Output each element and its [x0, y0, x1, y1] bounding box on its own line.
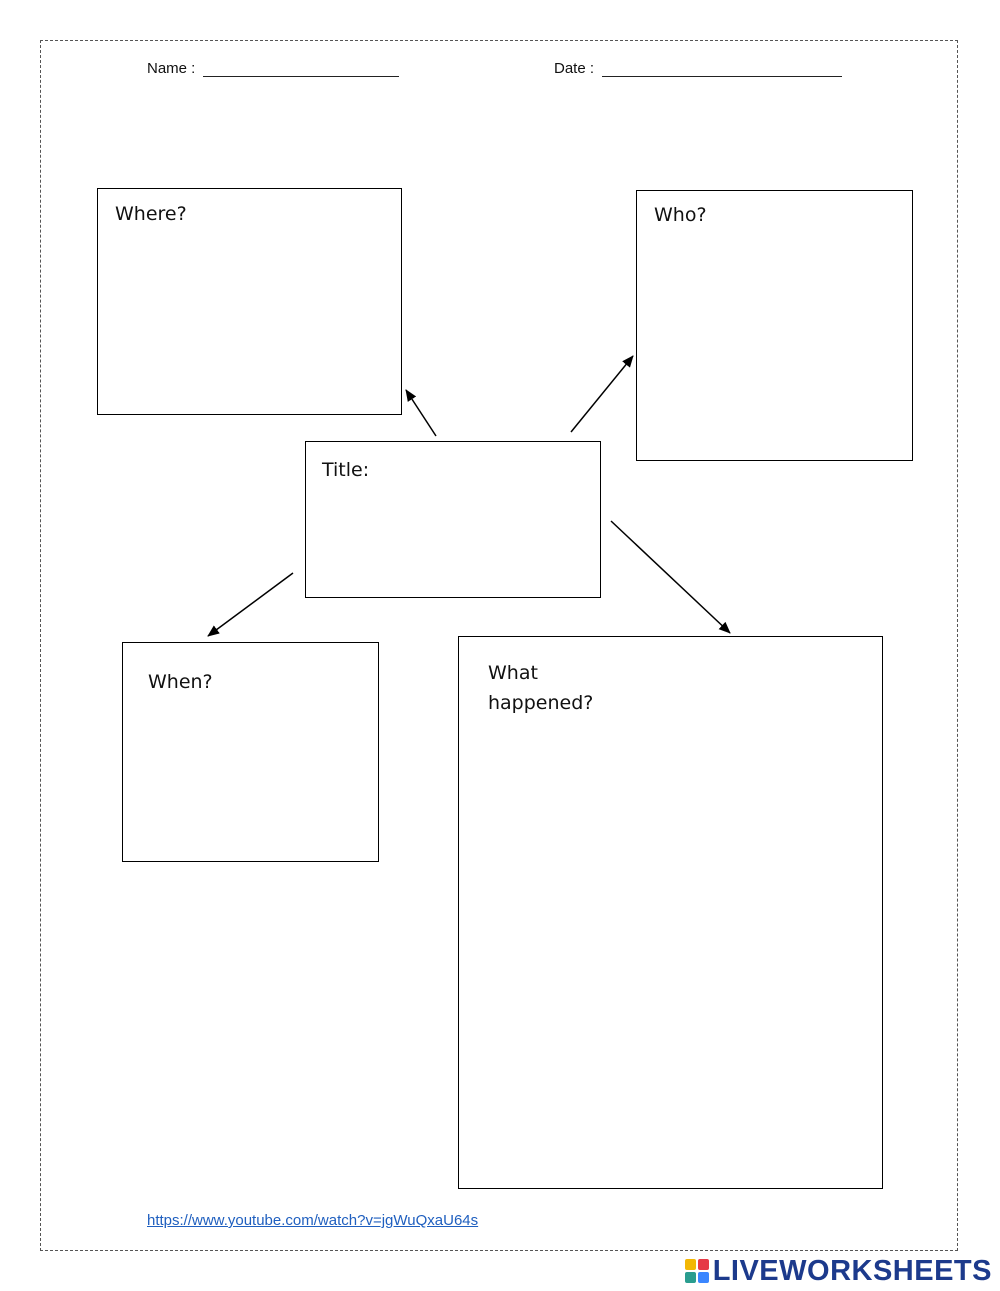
where-label: Where? — [115, 203, 187, 225]
name-blank-line[interactable] — [203, 61, 400, 77]
name-field[interactable]: Name : — [147, 60, 400, 77]
title-label: Title: — [322, 459, 370, 481]
name-label: Name : — [147, 60, 196, 77]
who-box[interactable]: Who? — [636, 190, 913, 461]
date-label: Date : — [554, 60, 595, 77]
date-field[interactable]: Date : — [554, 60, 843, 77]
liveworksheets-logo: LIVEWORKSHEETS — [684, 1254, 992, 1287]
worksheet-border — [40, 40, 958, 1251]
when-box[interactable]: When? — [122, 642, 379, 862]
title-box[interactable]: Title: — [305, 441, 601, 598]
what-happened-label-line2: happened? — [488, 692, 594, 714]
what-happened-label-line1: What — [488, 662, 538, 684]
who-label: Who? — [654, 204, 707, 226]
what-happened-box[interactable]: What happened? — [458, 636, 883, 1189]
youtube-link[interactable]: https://www.youtube.com/watch?v=jgWuQxaU… — [147, 1212, 479, 1229]
when-label: When? — [148, 671, 213, 693]
liveworksheets-wordmark: LIVEWORKSHEETS — [712, 1254, 992, 1287]
liveworksheets-icon — [684, 1259, 709, 1283]
where-box[interactable]: Where? — [97, 188, 402, 415]
date-blank-line[interactable] — [602, 61, 843, 77]
